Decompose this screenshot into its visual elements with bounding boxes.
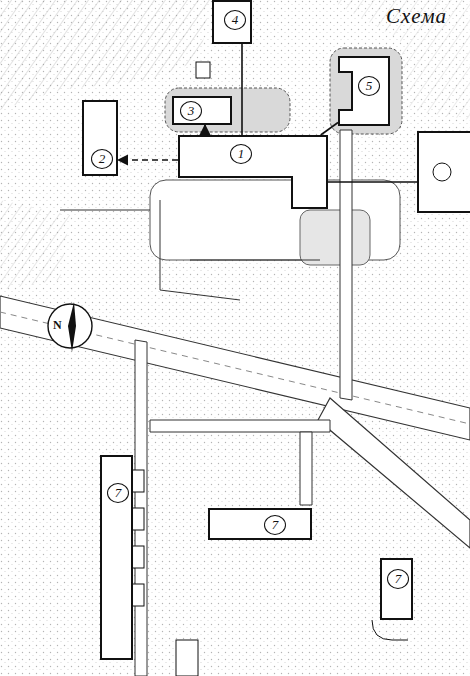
building: 2 [82, 100, 118, 176]
building: 1 [178, 135, 328, 209]
compass-letter: N [52, 318, 63, 333]
callout-number: 5 [358, 76, 380, 96]
building: 7 [100, 455, 133, 660]
connector-line [204, 125, 206, 135]
callout-number: 3 [180, 101, 202, 121]
callout-number: 1 [230, 144, 252, 164]
building: 5 [338, 56, 390, 126]
connector-line [321, 123, 338, 136]
callout-number: 7 [264, 515, 286, 535]
callout-number: 7 [387, 569, 409, 589]
building: 4 [212, 0, 252, 44]
building: 7 [380, 558, 413, 620]
callout-number: 4 [224, 10, 246, 30]
connector-line [118, 159, 178, 161]
callout-number: 2 [91, 149, 113, 169]
building-outline [178, 135, 328, 209]
connector-line [241, 44, 243, 135]
callout-number: 7 [107, 483, 129, 503]
building: 7 [208, 508, 312, 540]
building: 3 [172, 96, 232, 125]
map-title: Схема [386, 4, 447, 29]
